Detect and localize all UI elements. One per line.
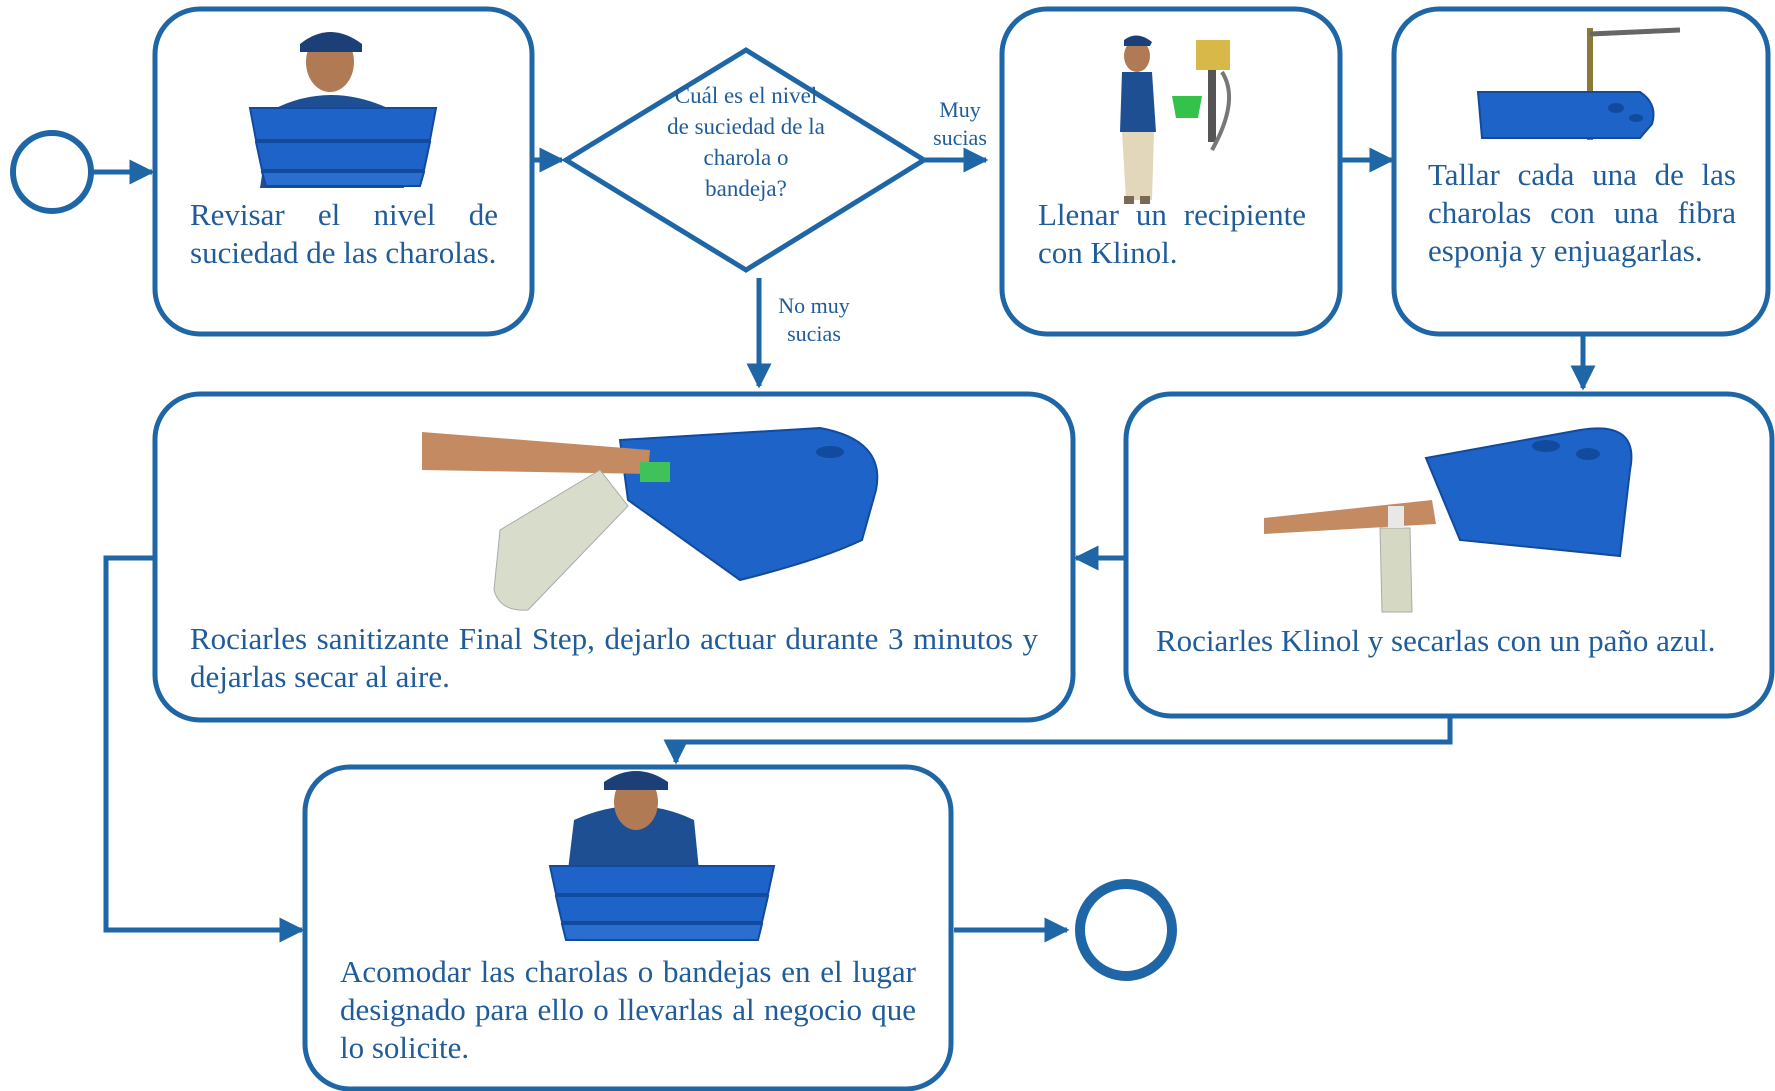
box-fill <box>999 6 1343 337</box>
end-event <box>1075 879 1177 981</box>
review-step-text: Revisar el nivel de suciedad de las char… <box>190 197 498 270</box>
decision-question-text: Cuál es el nivel de suciedad de la charo… <box>667 83 825 201</box>
decision-diamond <box>561 47 929 273</box>
edge-sanitize-to-arrange <box>103 555 305 943</box>
box-spray-klinol <box>1123 391 1775 719</box>
worker-carrying-trays-icon <box>248 32 438 188</box>
spray-klinol-step-text: Rociarles Klinol y secarlas con un paño … <box>1156 623 1716 658</box>
hand-spraying-sanitizer-icon <box>422 426 879 611</box>
edge-klinol-to-arrange <box>663 718 1453 765</box>
box-scrub <box>1391 6 1771 337</box>
start-event <box>10 130 94 214</box>
hand-spraying-tray-icon <box>1264 427 1633 613</box>
spray-sanitize-step-text: Rociarles sanitizante Final Step, dejarl… <box>190 621 1038 694</box>
arrange-step-text: Acomodar las charolas o bandejas en el l… <box>340 954 916 1065</box>
fill-step-text: Llenar un recipiente con Klinol. <box>1038 197 1306 270</box>
worker-carrying-trays-icon <box>548 771 776 941</box>
scrub-step-text: Tallar cada una de las charolas con una … <box>1428 157 1736 268</box>
edge-label-not-very-dirty: No muy sucias <box>778 293 850 346</box>
worker-filling-container-icon <box>1120 35 1232 204</box>
edge-label-very-dirty: Muy sucias <box>933 97 987 150</box>
tray-under-faucet-icon <box>1476 27 1681 140</box>
